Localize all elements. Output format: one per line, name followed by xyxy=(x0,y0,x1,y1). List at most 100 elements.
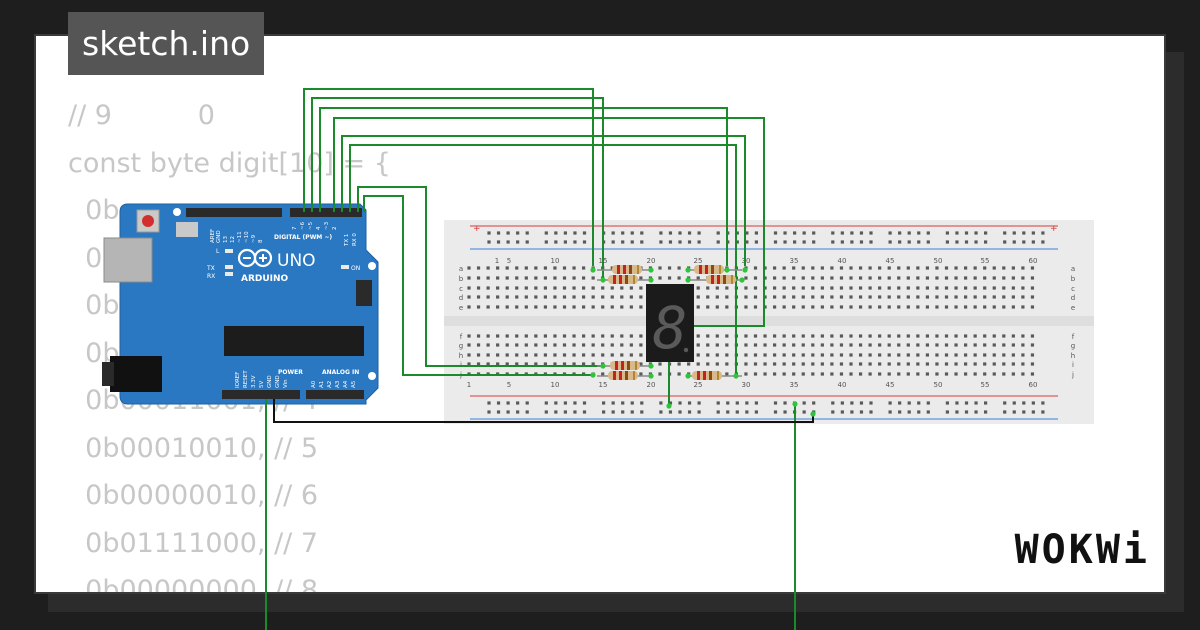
breadboard-hole xyxy=(706,286,710,290)
resistor[interactable] xyxy=(688,265,742,274)
breadboard-hole xyxy=(726,401,730,405)
breadboard-hole xyxy=(887,266,891,270)
breadboard-hole xyxy=(753,362,758,366)
wire[interactable] xyxy=(341,135,746,266)
file-tab[interactable]: sketch.ino xyxy=(68,12,265,75)
breadboard-hole xyxy=(839,353,844,357)
breadboard-hole xyxy=(897,276,901,280)
wire[interactable] xyxy=(357,186,603,367)
breadboard-hole xyxy=(964,353,968,357)
breadboard-hole xyxy=(1030,343,1035,347)
wire[interactable] xyxy=(333,117,765,327)
breadboard-hole xyxy=(715,343,719,347)
resistor[interactable] xyxy=(597,371,651,380)
breadboard-hole xyxy=(916,343,920,347)
breadboard-hole xyxy=(678,240,682,244)
brand-label: ARDUINO xyxy=(241,274,289,284)
breadboard-hole xyxy=(1012,231,1016,235)
breadboard-hole xyxy=(562,295,567,299)
breadboard-hole xyxy=(476,334,481,338)
breadboard-hole xyxy=(782,343,786,347)
breadboard-hole xyxy=(1011,276,1015,280)
breadboard: + + 1 5 10 15 20 25 30 35 40 45 50 55 60… xyxy=(444,220,1094,424)
reset-button[interactable] xyxy=(142,215,154,227)
seven-segment-display[interactable]: 8 xyxy=(646,284,694,362)
breadboard-hole xyxy=(1021,305,1025,309)
wire[interactable] xyxy=(303,88,594,266)
pin-label: A5 xyxy=(351,380,357,388)
breadboard-hole xyxy=(543,286,547,290)
breadboard-hole xyxy=(591,362,595,366)
breadboard-hole xyxy=(572,353,576,357)
wire[interactable] xyxy=(311,97,604,280)
breadboard-hole xyxy=(850,401,854,405)
signal-wires xyxy=(265,88,796,630)
breadboard-hole xyxy=(916,334,920,338)
resistor[interactable] xyxy=(688,275,742,284)
arduino-uno-board[interactable]: L TX RX ON UNO ARDUINO DIGITAL (PWM ~) P… xyxy=(102,203,379,405)
breadboard-hole xyxy=(753,276,758,280)
breadboard-hole xyxy=(935,343,939,347)
breadboard-hole xyxy=(1003,401,1007,405)
breadboard-hole xyxy=(745,240,749,244)
breadboard-hole xyxy=(516,401,520,405)
breadboard-hole xyxy=(925,295,929,299)
breadboard-hole xyxy=(639,343,643,347)
breadboard-hole xyxy=(639,276,643,280)
breadboard-hole xyxy=(726,410,730,414)
breadboard-hole xyxy=(515,353,519,357)
breadboard-hole xyxy=(849,305,853,309)
breadboard-hole xyxy=(945,401,949,405)
breadboard-hole xyxy=(697,240,701,244)
breadboard-hole xyxy=(773,295,777,299)
breadboard-hole xyxy=(658,266,662,270)
breadboard-hole xyxy=(496,353,500,357)
breadboard-hole xyxy=(935,305,939,309)
breadboard-hole xyxy=(858,353,863,357)
led-l xyxy=(225,249,233,253)
breadboard-hole xyxy=(544,401,548,405)
breadboard-hole xyxy=(944,276,949,280)
breadboard-hole xyxy=(534,295,538,299)
column-number: 60 xyxy=(1029,257,1038,265)
column-number: 5 xyxy=(507,257,511,265)
resistor[interactable] xyxy=(597,275,651,284)
breadboard-hole xyxy=(621,401,625,405)
breadboard-hole xyxy=(954,362,958,366)
breadboard-hole xyxy=(706,305,710,309)
breadboard-hole xyxy=(964,266,968,270)
ground-wire[interactable] xyxy=(273,399,814,423)
breadboard-hole xyxy=(858,305,863,309)
resistor[interactable] xyxy=(597,361,651,370)
breadboard-hole xyxy=(811,343,815,347)
breadboard-hole xyxy=(697,410,701,414)
wire-endpoint xyxy=(648,267,654,273)
row-letter: e xyxy=(459,304,463,312)
breadboard-hole xyxy=(524,334,528,338)
breadboard-hole xyxy=(505,343,509,347)
breadboard-hole xyxy=(954,276,958,280)
breadboard-hole xyxy=(878,343,882,347)
resistor[interactable] xyxy=(597,265,651,274)
breadboard-hole xyxy=(983,295,987,299)
breadboard-hole xyxy=(782,353,786,357)
resistor[interactable] xyxy=(688,371,742,380)
breadboard-hole xyxy=(984,231,988,235)
breadboard-hole xyxy=(582,276,586,280)
breadboard-hole xyxy=(830,372,834,376)
breadboard-hole xyxy=(944,362,949,366)
breadboard-hole xyxy=(553,343,557,347)
icsp-header-right xyxy=(356,280,372,306)
breadboard-hole xyxy=(974,410,978,414)
wire[interactable] xyxy=(363,195,593,376)
breadboard-hole xyxy=(563,240,567,244)
wire-endpoint xyxy=(742,267,748,273)
breadboard-hole xyxy=(1031,240,1035,244)
breadboard-hole xyxy=(716,231,720,235)
wire[interactable] xyxy=(349,144,737,375)
wire[interactable] xyxy=(319,107,728,266)
breadboard-hole xyxy=(630,401,634,405)
breadboard-hole xyxy=(820,334,824,338)
breadboard-hole xyxy=(935,266,939,270)
pin-label: 8 xyxy=(258,239,264,243)
